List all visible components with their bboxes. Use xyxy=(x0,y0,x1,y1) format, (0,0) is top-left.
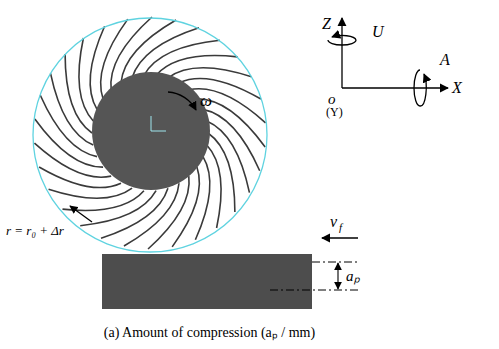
feed-arrow xyxy=(322,237,358,238)
dimension-arrow xyxy=(337,263,338,289)
rotation-label: ω xyxy=(200,92,212,109)
rotation-arrow xyxy=(168,92,196,110)
origin-label: o xyxy=(328,92,336,107)
leader-line xyxy=(70,206,92,222)
axis-label: X xyxy=(452,80,462,96)
bristle xyxy=(40,95,97,156)
bristle xyxy=(49,188,133,198)
bristle xyxy=(132,28,199,78)
bristle xyxy=(101,188,168,238)
bristles xyxy=(34,17,265,249)
reference-line xyxy=(270,290,360,291)
bristle xyxy=(168,68,252,78)
coordinate-axes xyxy=(328,18,448,106)
bristle xyxy=(203,109,260,170)
bristle xyxy=(207,121,250,193)
caption: (a) Amount of compression (aₚ / mm) xyxy=(104,326,315,340)
feed-subscript: f xyxy=(339,222,342,233)
radius-formula: r = r₀ + Δr xyxy=(6,224,64,237)
workpiece xyxy=(102,254,312,309)
bristle xyxy=(124,183,179,246)
hub xyxy=(92,72,210,190)
bristle xyxy=(207,145,221,228)
bristle xyxy=(62,191,143,211)
axis-label: A xyxy=(440,52,450,68)
axis-label: (Y) xyxy=(326,106,343,118)
bristle xyxy=(156,56,237,76)
bristle xyxy=(51,73,94,145)
axis-label: U xyxy=(372,24,384,40)
feed-label: v xyxy=(330,214,337,230)
brush-envelope xyxy=(33,18,267,252)
axis-label: Z xyxy=(322,16,331,32)
hub-axes xyxy=(151,116,166,131)
bristle xyxy=(79,38,93,121)
reference-line xyxy=(312,262,360,263)
compression-label: aₚ xyxy=(346,269,360,284)
